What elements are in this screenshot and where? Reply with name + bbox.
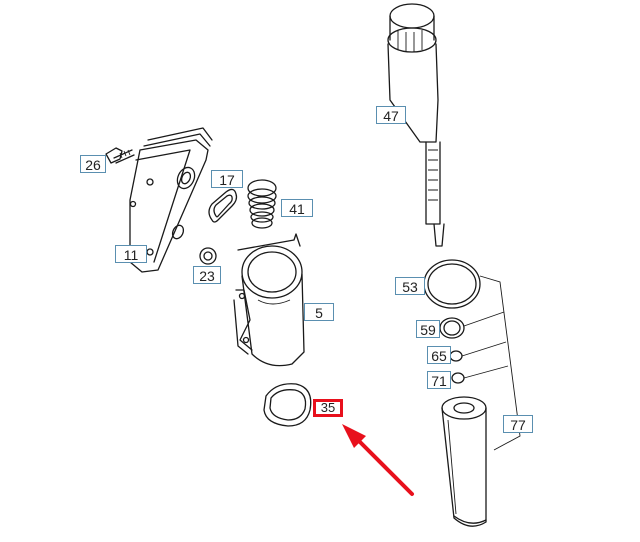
part-label-77[interactable]: 77 <box>503 415 533 433</box>
part-label-59[interactable]: 59 <box>416 320 440 338</box>
seal-35-part <box>263 383 312 427</box>
part-label-53[interactable]: 53 <box>395 277 425 295</box>
part-label-11[interactable]: 11 <box>115 245 147 263</box>
part-label-71[interactable]: 71 <box>427 371 451 389</box>
spring-41-part <box>247 179 277 229</box>
red-arrow-icon <box>342 424 414 496</box>
part-label-65[interactable]: 65 <box>427 346 451 364</box>
filter-cap-47-part <box>387 3 445 247</box>
part-label-26[interactable]: 26 <box>80 155 106 173</box>
ring-23-part <box>199 247 217 265</box>
part-label-17[interactable]: 17 <box>211 170 243 188</box>
part-label-23[interactable]: 23 <box>193 266 221 284</box>
part-label-35[interactable]: 35 <box>313 399 343 417</box>
bolt-part <box>105 147 135 164</box>
part-label-5[interactable]: 5 <box>304 303 334 321</box>
part-label-47[interactable]: 47 <box>376 106 406 124</box>
oil-cooler-part <box>129 127 213 273</box>
filter-housing-part <box>233 233 305 367</box>
part-label-41[interactable]: 41 <box>281 199 313 217</box>
filter-element-77-part <box>441 396 487 527</box>
gasket-17-part <box>208 188 238 223</box>
